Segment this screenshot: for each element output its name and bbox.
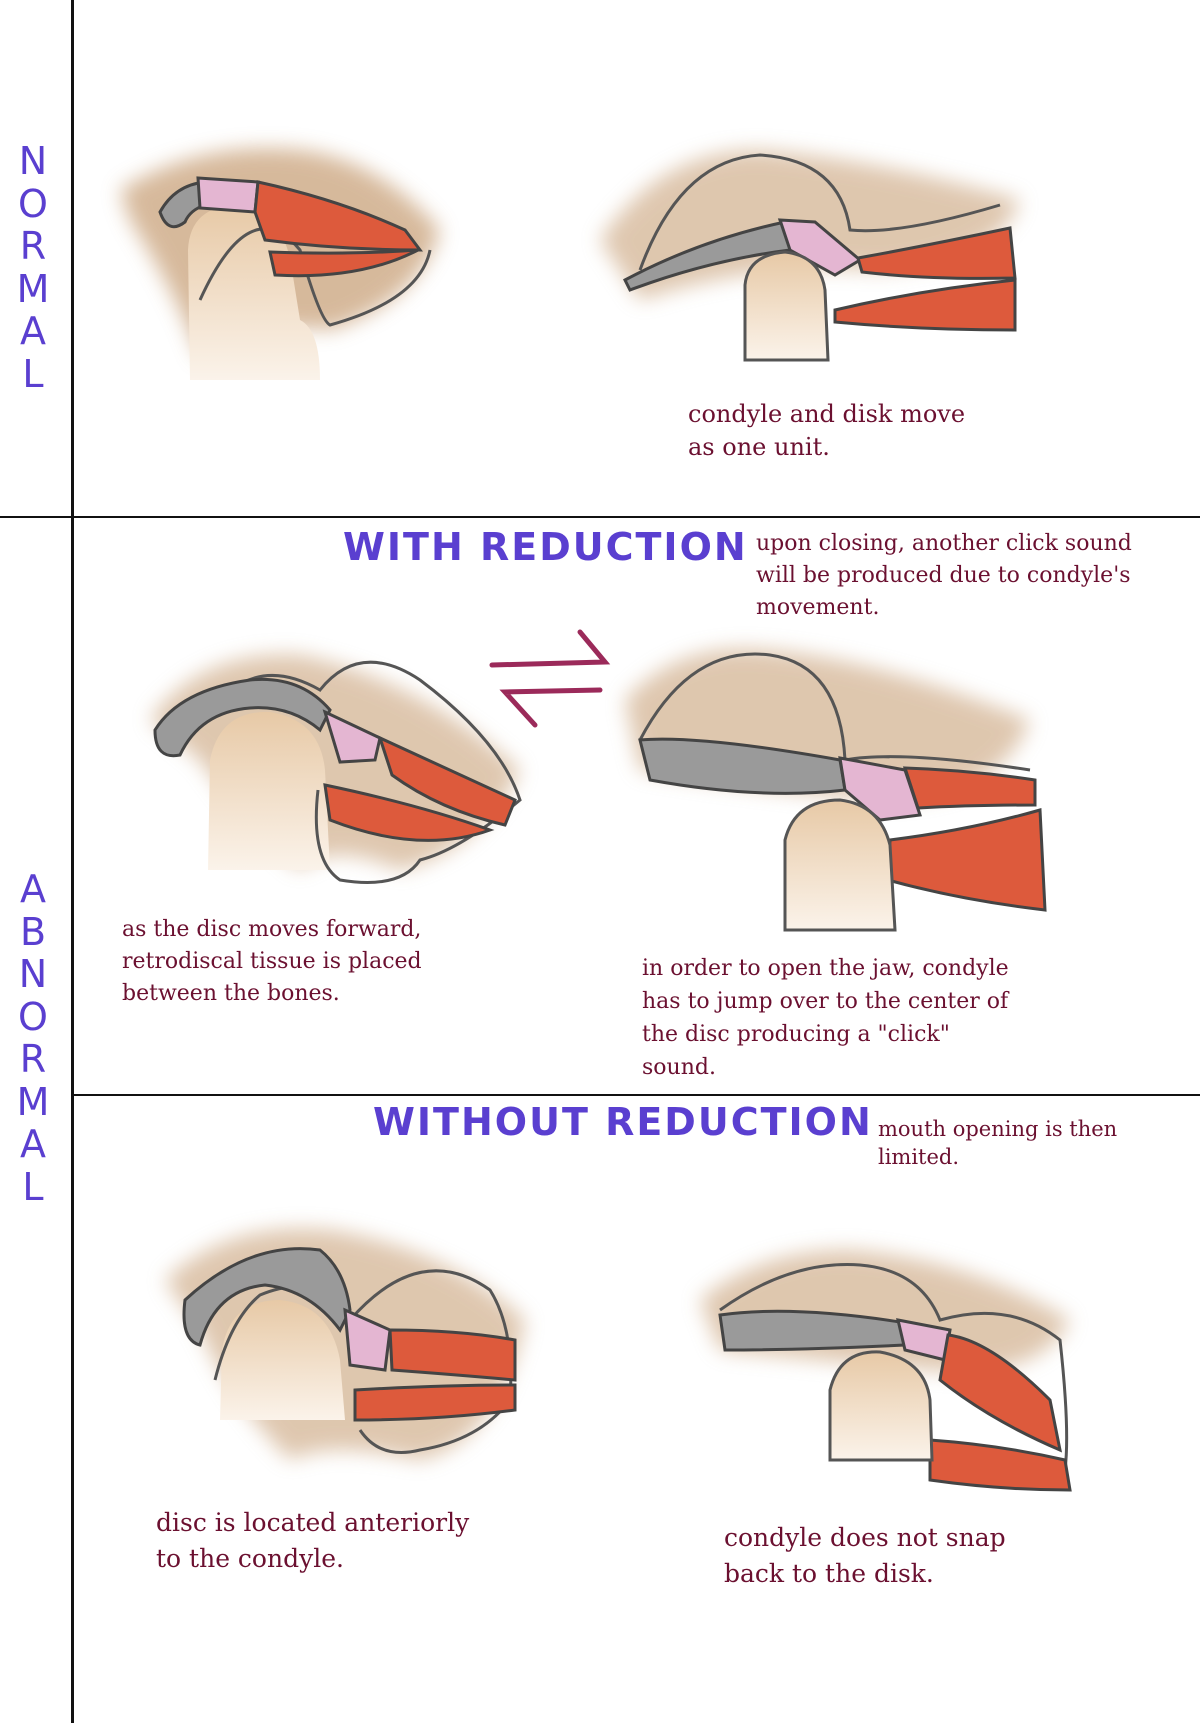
- lower-tissue: [930, 1440, 1070, 1490]
- diagram-with-reduction-closed: [150, 655, 520, 883]
- lower-tissue: [888, 810, 1045, 910]
- diagram-without-reduction-open: [700, 1250, 1070, 1490]
- condyle: [830, 1352, 932, 1460]
- diagram-without-reduction-closed: [165, 1229, 525, 1460]
- condyle: [785, 800, 895, 930]
- arrow-right: [492, 632, 605, 665]
- disc-center: [198, 178, 258, 212]
- diagram-normal-open: [600, 150, 1020, 360]
- condyle: [745, 252, 828, 360]
- equilibrium-arrows: [492, 632, 605, 725]
- lower-tissue: [835, 280, 1015, 330]
- upper-tissue: [390, 1330, 515, 1380]
- diagram-normal-closed: [120, 148, 440, 380]
- condyle: [208, 712, 330, 870]
- arrow-left: [505, 690, 600, 725]
- upper-tissue: [905, 768, 1035, 808]
- diagram-with-reduction-open: [625, 649, 1045, 930]
- lower-tissue: [355, 1385, 515, 1420]
